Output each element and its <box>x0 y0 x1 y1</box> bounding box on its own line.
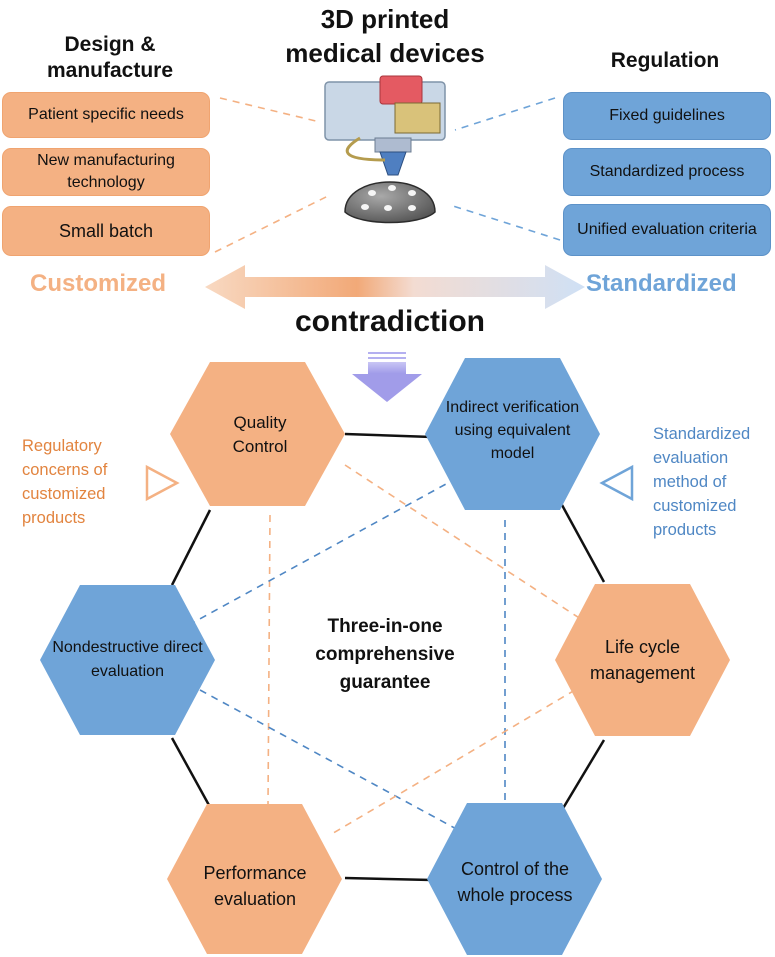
hex-label-performance: Performance evaluation <box>203 863 307 909</box>
hexagon-indirect-verification <box>425 358 600 510</box>
contradiction-label: contradiction <box>294 305 485 338</box>
hexagon-quality-control <box>170 362 345 506</box>
printer-illustration <box>324 75 446 176</box>
standardized-label: Standardized <box>586 270 737 297</box>
left-heading: Design & manufacture <box>46 33 174 82</box>
top-dashed-connectors <box>214 97 561 253</box>
customized-label: Customized <box>30 270 167 297</box>
hex-label-nondestructive: Nondestructive direct evaluation <box>52 639 203 680</box>
right-side-note: Standardized evaluation method of custom… <box>653 425 751 539</box>
right-heading: Regulation <box>610 49 720 72</box>
hexagon-life-cycle <box>555 584 730 736</box>
hexagon-performance <box>167 804 342 954</box>
left-item-small-batch: Small batch <box>2 206 210 256</box>
hex-label-indirect-verification: Indirect verification using equivalent m… <box>445 398 580 462</box>
right-item-unified-criteria: Unified evaluation criteria <box>563 204 771 256</box>
left-side-note: Regulatory concerns of customized produc… <box>22 437 108 527</box>
page-title: 3D printed medical devices <box>285 4 485 68</box>
hexagon-ring <box>170 432 606 882</box>
hexagon-whole-process <box>427 803 602 955</box>
dome-implant <box>344 181 436 224</box>
center-guarantee-text: Three-in-one comprehensive guarantee <box>315 616 455 693</box>
hex-label-life-cycle: Life cycle management <box>589 637 696 683</box>
right-item-standardized-process: Standardized process <box>563 148 771 196</box>
double-arrow <box>205 265 585 309</box>
right-triangle-icon <box>599 464 634 502</box>
hexagon-nondestructive <box>40 585 215 735</box>
hex-label-quality-control: Quality Control <box>232 413 288 456</box>
left-item-patient-needs: Patient specific needs <box>2 92 210 138</box>
right-item-fixed-guidelines: Fixed guidelines <box>563 92 771 140</box>
purple-down-arrow <box>352 352 422 402</box>
internal-dashed-lines <box>184 464 591 836</box>
left-item-manufacturing-tech: New manufacturing technology <box>2 148 210 196</box>
hex-label-whole-process: Control of the whole process <box>457 859 573 905</box>
left-triangle-icon <box>145 464 180 502</box>
